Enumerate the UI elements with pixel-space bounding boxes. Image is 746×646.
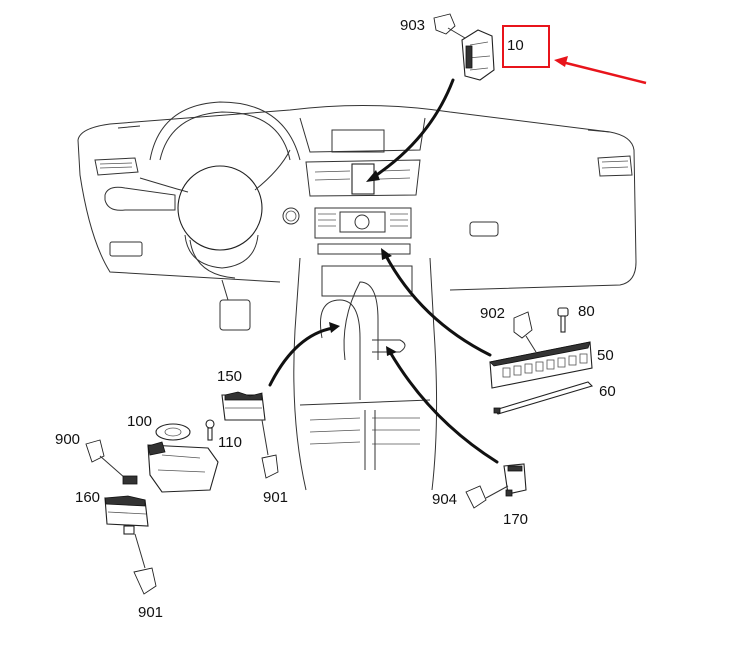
callout-903: 903 [400,17,426,34]
arrow-part-10 [370,78,455,180]
tag-900 [85,439,138,485]
callout-50: 50 [597,347,614,364]
highlight-box [502,25,550,68]
tag-902 [513,311,537,353]
callout-902: 902 [480,305,506,322]
tag-904 [465,485,487,509]
arrow-part-50 [383,252,492,357]
callout-60: 60 [599,383,616,400]
tag-901-lower [133,567,157,595]
part-110-screw[interactable] [205,419,215,441]
tag-903 [433,13,466,39]
part-160-switch[interactable] [104,495,149,569]
arrows [268,78,499,464]
callout-900: 900 [55,431,81,448]
arrowhead-icon [366,170,380,182]
callout-10: 10 [507,37,524,54]
dashboard-outline [77,101,637,491]
part-80-screw[interactable] [557,307,569,333]
arrow-part-150 [268,326,335,387]
highlight-arrow [554,56,647,85]
part-150-switch[interactable] [221,391,269,456]
callout-110: 110 [218,434,242,451]
arrowhead-icon [386,346,397,356]
arrow-part-170 [388,350,499,464]
tag-901-upper [261,454,279,479]
callout-80: 80 [578,303,595,320]
callout-150: 150 [217,368,243,385]
arrowhead-icon [381,248,392,260]
callout-904: 904 [432,491,458,508]
part-50-switch-panel[interactable] [489,341,593,389]
part-10-switch[interactable] [461,29,495,81]
callout-901-lower: 901 [138,604,164,621]
part-60-trim-strip[interactable] [493,381,594,415]
part-100-controller[interactable] [147,423,219,493]
arrowhead-icon [329,322,340,333]
callout-100: 100 [127,413,153,430]
part-170-switch[interactable] [485,463,527,499]
callout-170: 170 [503,511,529,528]
callout-901-upper: 901 [263,489,289,506]
callout-160: 160 [75,489,101,506]
